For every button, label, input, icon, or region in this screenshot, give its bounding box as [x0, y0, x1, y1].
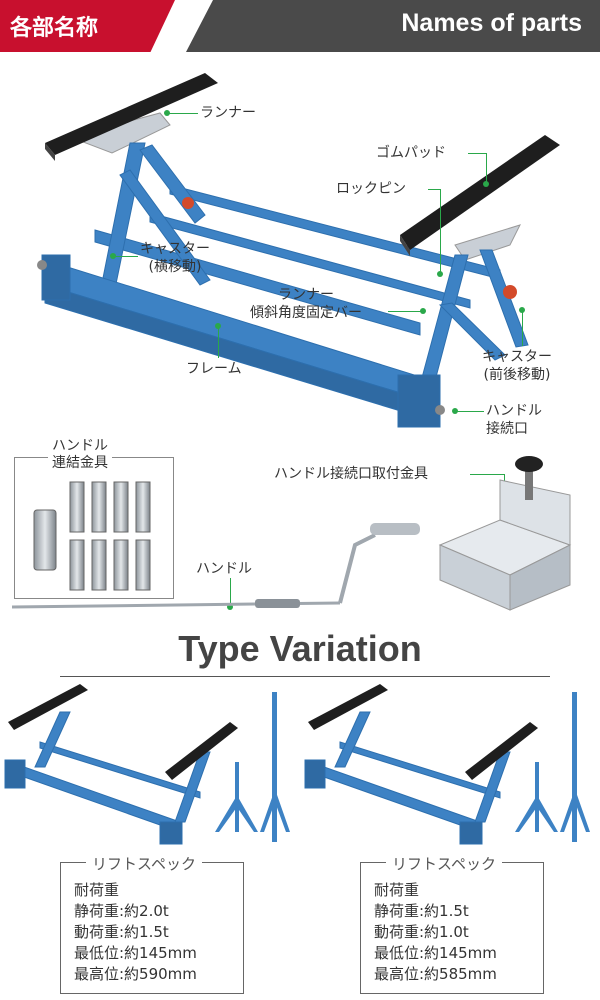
- coupling-kit-illustration: [33, 481, 151, 591]
- label-frame: フレーム: [186, 361, 242, 377]
- header-title-en: Names of parts: [401, 9, 582, 37]
- label-runner-bar: ランナー 傾斜角度固定バー: [250, 287, 362, 321]
- spec-list-model-2: 耐荷重 静荷重:約1.5t 動荷重:約1.0t 最低位:約145mm 最高位:約…: [374, 880, 497, 985]
- dot-runner-bar: [420, 308, 426, 314]
- leader-handle: [230, 578, 231, 606]
- leader-handle-port: [456, 411, 484, 412]
- spec-line: 耐荷重: [374, 881, 420, 899]
- leader-runner: [168, 113, 198, 114]
- spec-line: 動荷重:約1.0t: [374, 923, 469, 941]
- leader-frame: [218, 326, 219, 358]
- model-2-illustration: [304, 684, 590, 845]
- leader-lock-pin-v: [440, 189, 441, 273]
- label-handle-port: ハンドル 接続口: [486, 403, 542, 437]
- leader-bracket-h: [470, 474, 504, 475]
- dot-rubber-pad: [483, 181, 489, 187]
- bracket-illustration: [438, 456, 572, 611]
- leader-caster-lateral: [114, 256, 138, 257]
- dot-handle-port: [452, 408, 458, 414]
- spec-line: 最高位:約590mm: [74, 965, 197, 983]
- coupling-kit-label: ハンドル 連結金具: [48, 438, 112, 472]
- type-variation-title: Type Variation: [178, 628, 422, 669]
- label-runner: ランナー: [200, 105, 256, 121]
- spec-line: 静荷重:約2.0t: [74, 902, 169, 920]
- spec-list-model-1: 耐荷重 静荷重:約2.0t 動荷重:約1.5t 最低位:約145mm 最高位:約…: [74, 880, 197, 985]
- header-title-ja: 各部名称: [10, 16, 99, 41]
- dot-lock-pin: [437, 271, 443, 277]
- spec-line: 最低位:約145mm: [374, 944, 497, 962]
- model-1-illustration: [4, 684, 290, 845]
- leader-runner-bar: [388, 311, 422, 312]
- label-caster-front: キャスター (前後移動): [482, 349, 552, 383]
- dot-frame: [215, 323, 221, 329]
- spec-line: 静荷重:約1.5t: [374, 902, 469, 920]
- header-gray-banner: [186, 0, 600, 52]
- spec-line: 耐荷重: [74, 881, 120, 899]
- label-lock-pin: ロックピン: [336, 181, 406, 197]
- spec-title-model-2: リフトスペック: [386, 853, 502, 874]
- dot-caster-lateral: [110, 253, 116, 259]
- leader-lock-pin-h: [428, 189, 440, 190]
- label-rubber-pad: ゴムパッド: [376, 145, 446, 161]
- dot-caster-front: [519, 307, 525, 313]
- leader-caster-front: [522, 310, 523, 346]
- spec-line: 最高位:約585mm: [374, 965, 497, 983]
- label-caster-lateral: キャスター (横移動): [140, 241, 210, 275]
- leader-rubber-pad-v: [486, 153, 487, 183]
- label-handle-port-bracket: ハンドル接続口取付金具: [274, 466, 428, 482]
- spec-title-model-1: リフトスペック: [86, 853, 202, 874]
- dot-handle: [227, 604, 233, 610]
- handle-illustration: [11, 523, 420, 609]
- type-variation-divider: [60, 676, 550, 677]
- spec-line: 最低位:約145mm: [74, 944, 197, 962]
- label-handle: ハンドル: [196, 561, 252, 577]
- header-red-banner: [0, 0, 175, 52]
- dot-runner: [164, 110, 170, 116]
- lift-main-illustration: [37, 73, 560, 428]
- spec-line: 動荷重:約1.5t: [74, 923, 169, 941]
- leader-rubber-pad-h: [468, 153, 486, 154]
